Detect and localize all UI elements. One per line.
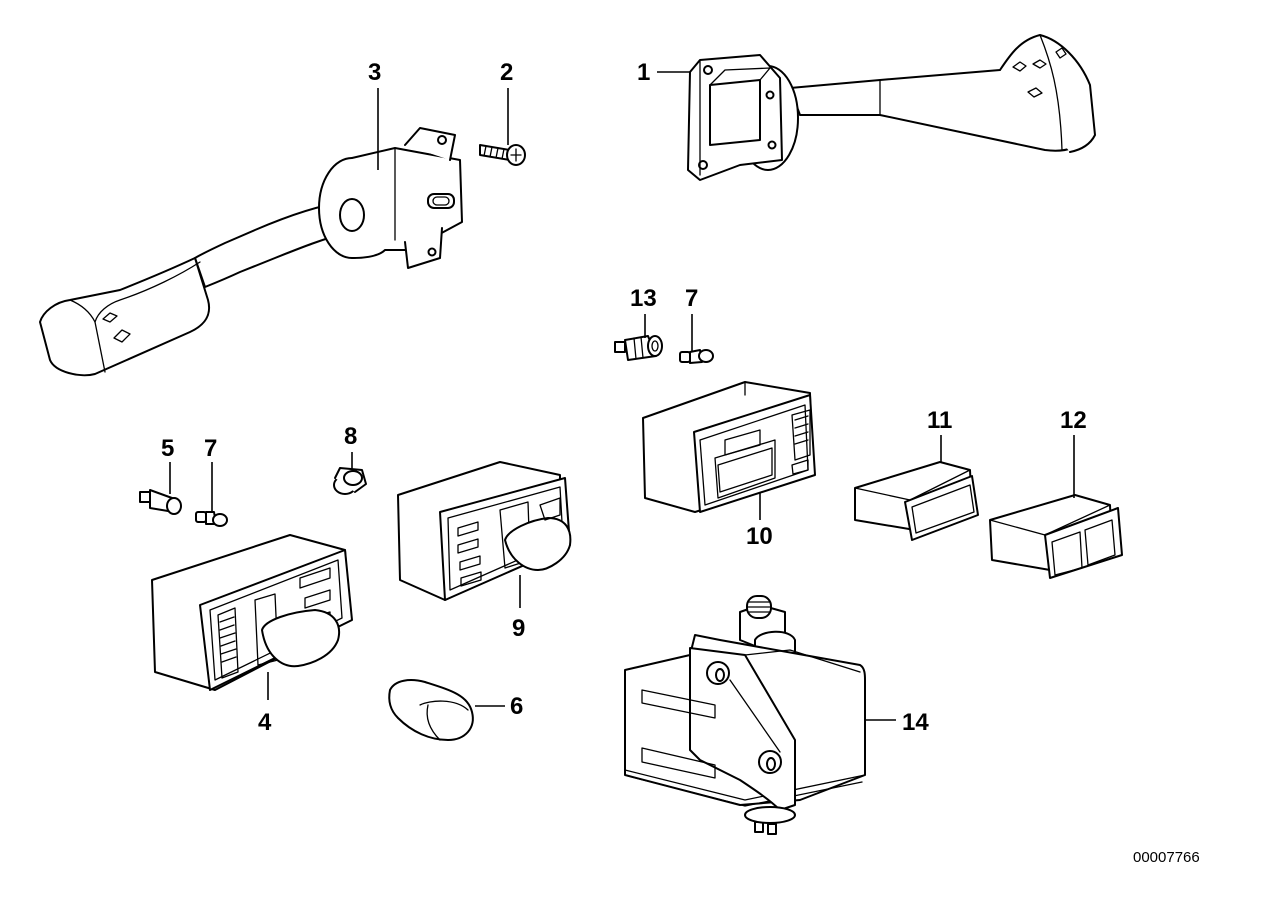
part-1-wiper-lever[interactable] <box>687 34 1096 181</box>
callouts: 3 2 1 13 7 10 11 12 8 5 7 9 4 6 14 <box>161 59 1087 736</box>
drawing-number: 00007766 <box>1133 849 1200 866</box>
part-7-bulb-upper[interactable] <box>679 349 714 364</box>
callout-7-lower[interactable]: 7 <box>204 435 217 462</box>
part-11-blank-cover[interactable] <box>854 461 979 541</box>
part-10-display-switch[interactable] <box>642 381 816 513</box>
part-7-bulb-lower[interactable] <box>195 511 228 527</box>
callout-11[interactable]: 11 <box>927 407 952 434</box>
part-2-screw[interactable] <box>479 144 526 166</box>
callout-5[interactable]: 5 <box>161 435 174 462</box>
leader-lines <box>169 71 1075 721</box>
callout-2[interactable]: 2 <box>500 59 513 86</box>
callout-10[interactable]: 10 <box>746 523 773 550</box>
callout-9[interactable]: 9 <box>512 615 525 642</box>
part-5-bulb-socket[interactable] <box>139 489 182 515</box>
callout-6[interactable]: 6 <box>510 693 523 720</box>
part-4-switch[interactable] <box>151 534 353 691</box>
part-6-knob[interactable] <box>388 679 474 741</box>
callout-12[interactable]: 12 <box>1060 407 1087 434</box>
callout-1[interactable]: 1 <box>637 59 650 86</box>
part-8-knob[interactable] <box>333 467 367 495</box>
part-13-bulb-socket[interactable] <box>614 335 663 361</box>
part-9-switch[interactable] <box>397 461 572 601</box>
callout-7-upper[interactable]: 7 <box>685 285 698 312</box>
part-12-double-button[interactable] <box>989 494 1123 579</box>
callout-8[interactable]: 8 <box>344 423 357 450</box>
part-3-turn-signal-lever[interactable] <box>39 127 463 377</box>
callout-13[interactable]: 13 <box>630 285 657 312</box>
part-14-switch-unit[interactable] <box>624 595 866 835</box>
callout-3[interactable]: 3 <box>368 59 381 86</box>
callout-14[interactable]: 14 <box>902 709 929 736</box>
callout-4[interactable]: 4 <box>258 709 272 736</box>
